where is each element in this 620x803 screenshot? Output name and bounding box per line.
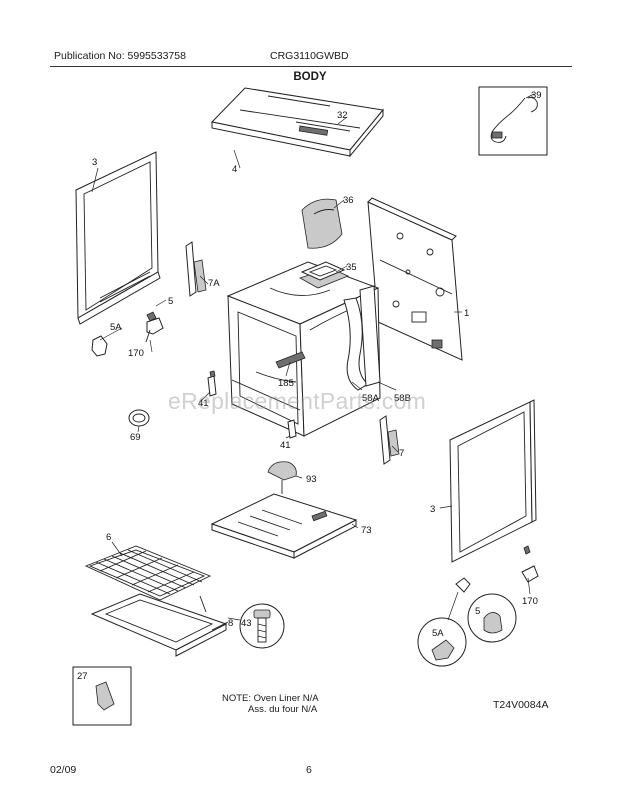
bracket-41-bottom xyxy=(287,419,297,439)
cooktop-panel xyxy=(211,87,384,158)
part-27-inset xyxy=(72,666,132,726)
part-39-inset xyxy=(478,86,548,156)
oven-rack-6 xyxy=(84,545,212,601)
burner-cap-93 xyxy=(267,461,297,494)
callout-labels: 32 4 39 3 36 35 1 7A 5 5A 170 185 41 58A… xyxy=(77,90,542,682)
burner-185 xyxy=(275,351,306,369)
callout-3-right: 3 xyxy=(430,504,435,515)
side-channel-58 xyxy=(343,285,381,391)
callout-35: 35 xyxy=(346,262,357,273)
callout-6: 6 xyxy=(106,532,111,543)
callout-43: 43 xyxy=(241,618,252,629)
header-rule xyxy=(50,66,572,67)
callout-5-right: 5 xyxy=(475,606,480,617)
figure-number: T24V0084A xyxy=(493,699,549,711)
cap-69 xyxy=(128,409,150,427)
callout-5-left: 5 xyxy=(168,296,173,307)
broiler-pan-8 xyxy=(90,593,228,657)
footer-date: 02/09 xyxy=(50,764,77,776)
callout-5a-right: 5A xyxy=(432,628,444,639)
left-side-panel xyxy=(75,151,161,325)
leader-lines xyxy=(91,93,535,631)
callout-185: 185 xyxy=(278,378,294,389)
callout-69: 69 xyxy=(130,432,141,443)
callout-93: 93 xyxy=(306,474,317,485)
note-line-2: Ass. du four N/A xyxy=(248,704,318,715)
callout-27: 27 xyxy=(77,671,88,682)
hinge-bracket-7 xyxy=(379,415,400,465)
watermark: eReplacementParts.com xyxy=(168,388,427,414)
note-line-1: NOTE: Oven Liner N/A xyxy=(222,693,319,704)
vent-35 xyxy=(300,261,346,281)
callout-41-bottom: 41 xyxy=(280,440,291,451)
callout-32: 32 xyxy=(337,110,348,121)
callout-73: 73 xyxy=(361,525,372,536)
callout-58a: 58A xyxy=(362,393,380,404)
page-title: BODY xyxy=(293,71,327,83)
oven-body xyxy=(226,261,381,437)
bottom-panel-73 xyxy=(210,493,358,559)
callout-8: 8 xyxy=(228,618,233,629)
publication-number: Publication No: 5995533758 xyxy=(54,50,186,62)
callout-58b: 58B xyxy=(394,393,411,404)
bolt-43-detail xyxy=(239,603,285,649)
callout-7: 7 xyxy=(399,448,404,459)
left-leveling-hardware xyxy=(91,311,164,357)
right-side-panel xyxy=(449,399,537,563)
callout-5a-left: 5A xyxy=(110,322,122,333)
callout-170-left: 170 xyxy=(128,348,144,359)
model-number: CRG3110GWBD xyxy=(270,50,349,62)
callout-3-left: 3 xyxy=(92,157,97,168)
page-number: 6 xyxy=(306,764,312,776)
callout-1: 1 xyxy=(464,308,469,319)
callout-39: 39 xyxy=(531,90,542,101)
insulation-pad xyxy=(301,198,343,249)
bracket-41-top xyxy=(207,370,217,397)
callout-170-right: 170 xyxy=(522,596,538,607)
hinge-bracket-7a xyxy=(185,241,207,297)
callout-7a: 7A xyxy=(208,278,220,289)
back-panel xyxy=(367,197,463,361)
callout-4: 4 xyxy=(232,164,237,175)
callout-41-top: 41 xyxy=(198,398,209,409)
right-leveling-hardware xyxy=(417,545,539,667)
callout-36: 36 xyxy=(343,195,354,206)
